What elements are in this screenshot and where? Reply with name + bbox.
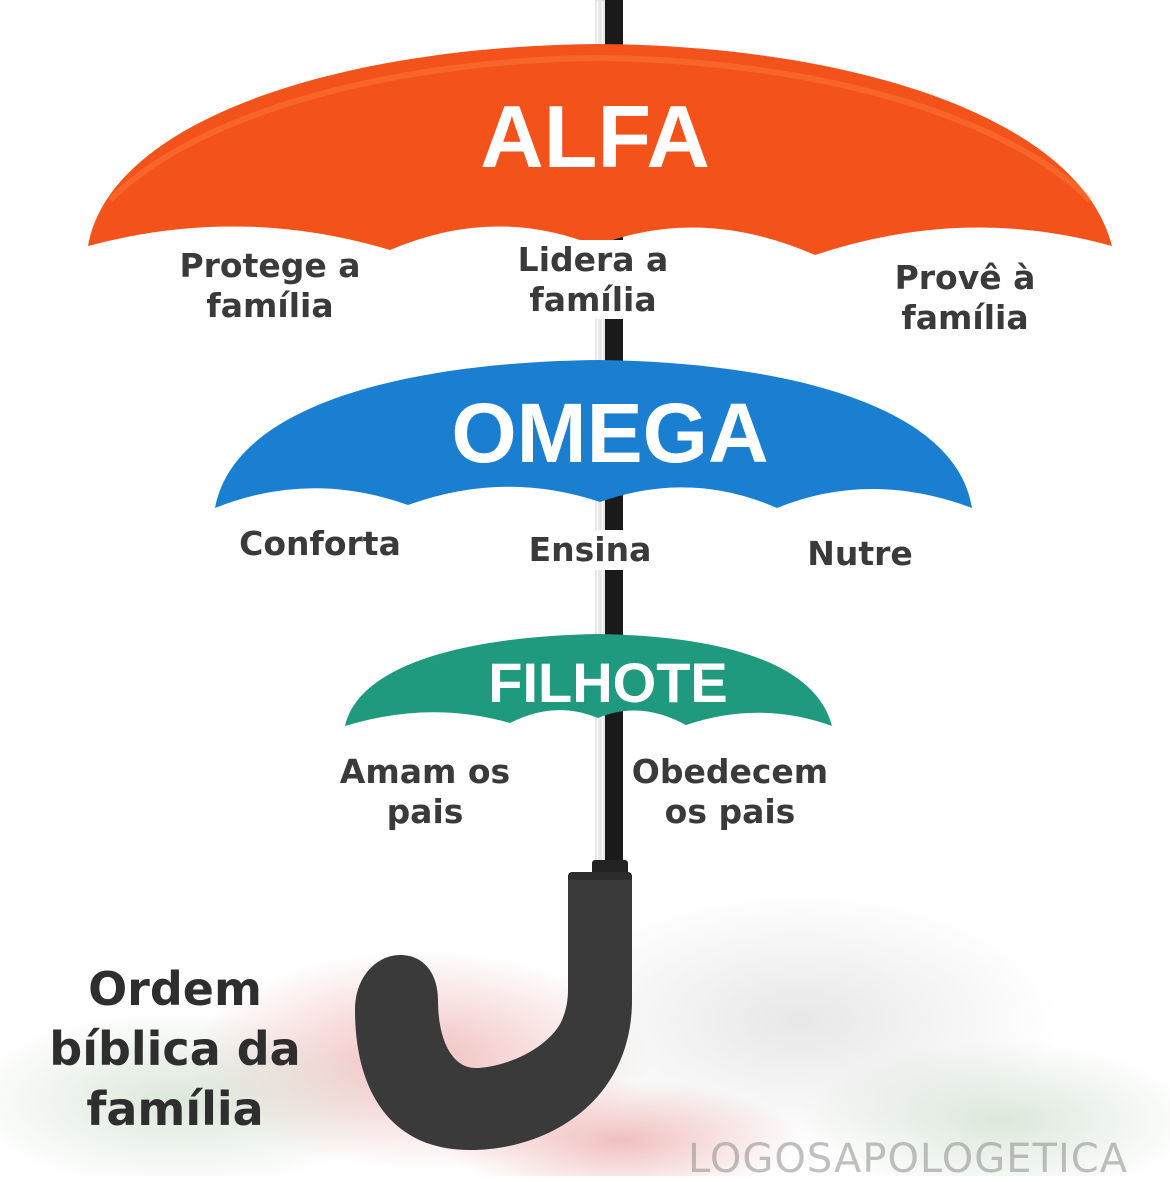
filhote-title: FILHOTE [488, 651, 728, 714]
omega-canopy [215, 360, 972, 508]
omega-label-ensina: Ensina [485, 530, 695, 570]
omega-title: OMEGA [451, 386, 769, 480]
alfa-label-protege: Protege a família [179, 246, 361, 325]
filhote-canopy [345, 634, 832, 726]
filhote-label-obedecem: Obedecem os pais [631, 752, 829, 831]
diagram-caption: Ordem bíblica da família [49, 962, 301, 1136]
alfa-label-lidera: Lidera a família [478, 240, 708, 320]
background-flowers [0, 890, 1170, 1176]
omega-label-conforta: Conforta [239, 524, 401, 563]
watermark: LOGOSAPOLOGETICA [688, 1136, 1129, 1182]
filhote-label-amam: Amam os pais [339, 752, 511, 831]
alfa-canopy [88, 44, 1112, 255]
alfa-title: ALFA [480, 87, 710, 186]
alfa-label-prove: Provê à família [894, 258, 1036, 337]
omega-label-nutre: Nutre [807, 534, 913, 573]
